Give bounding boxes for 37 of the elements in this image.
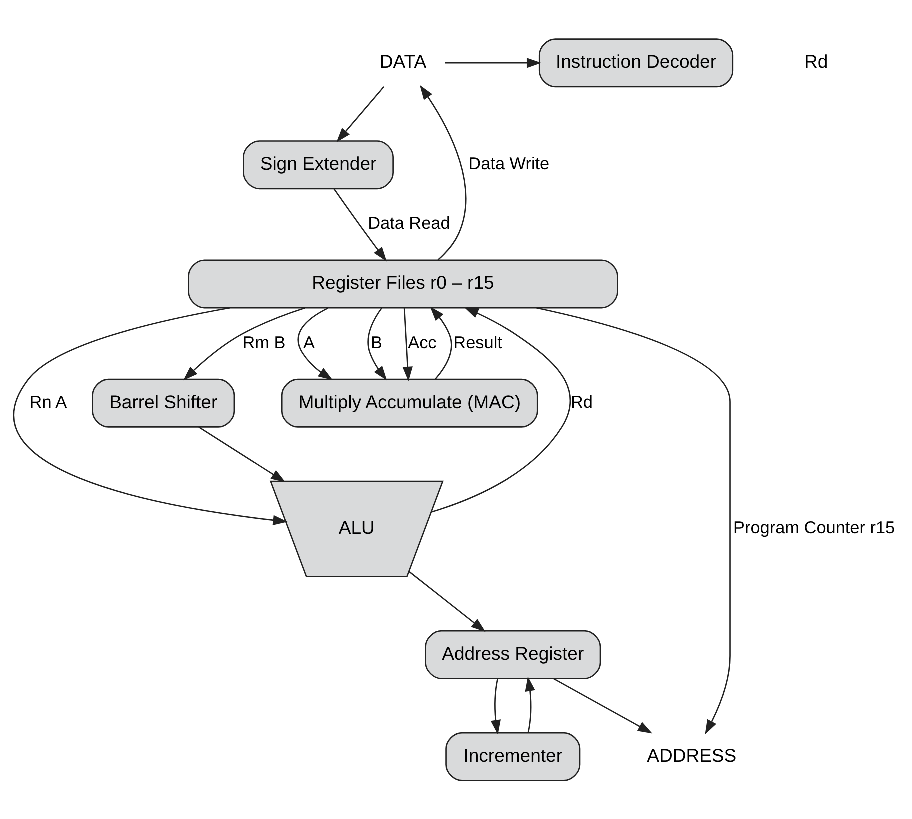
node-text: DATA [380, 50, 427, 72]
arrow [536, 306, 731, 734]
edge-label: B [371, 332, 383, 352]
arrow [334, 188, 387, 262]
arrow [420, 84, 467, 260]
node-box: Barrel Shifter [92, 378, 236, 428]
edge-label: Rn A [30, 391, 68, 412]
edge-label: Data Write [468, 153, 550, 174]
edge-label: Rd [570, 391, 593, 412]
edge-label: Program Counter r15 [734, 517, 896, 538]
edge-label: A [304, 332, 315, 352]
arrow [184, 306, 306, 380]
arrow [431, 306, 572, 512]
arrow [336, 86, 385, 142]
node-box: Multiply Accumulate (MAC) [281, 378, 538, 428]
arrow [14, 306, 288, 525]
arrow [553, 678, 653, 734]
edge-label: Rm B [242, 332, 286, 352]
edge-label: Acc [408, 332, 437, 352]
label: Rd [804, 50, 828, 72]
arrow [445, 58, 542, 68]
edge-label: Result [454, 332, 502, 352]
node-box: Register Files r0 – r15 [188, 259, 618, 308]
node-box: Instruction Decoder [538, 38, 734, 88]
node-box: Address Register [425, 630, 602, 679]
arrow [525, 676, 536, 732]
node-box: Incrementer [446, 732, 581, 781]
arrow [368, 307, 388, 380]
node-text: ADDRESS [647, 744, 737, 766]
arrow [402, 308, 413, 381]
arrow [408, 570, 486, 632]
arrow [430, 306, 452, 380]
edge-label: Data Read [368, 212, 450, 233]
node-box: Sign Extender [243, 140, 394, 190]
arrow [298, 307, 333, 380]
arrow [490, 678, 501, 734]
arrow [198, 426, 286, 482]
